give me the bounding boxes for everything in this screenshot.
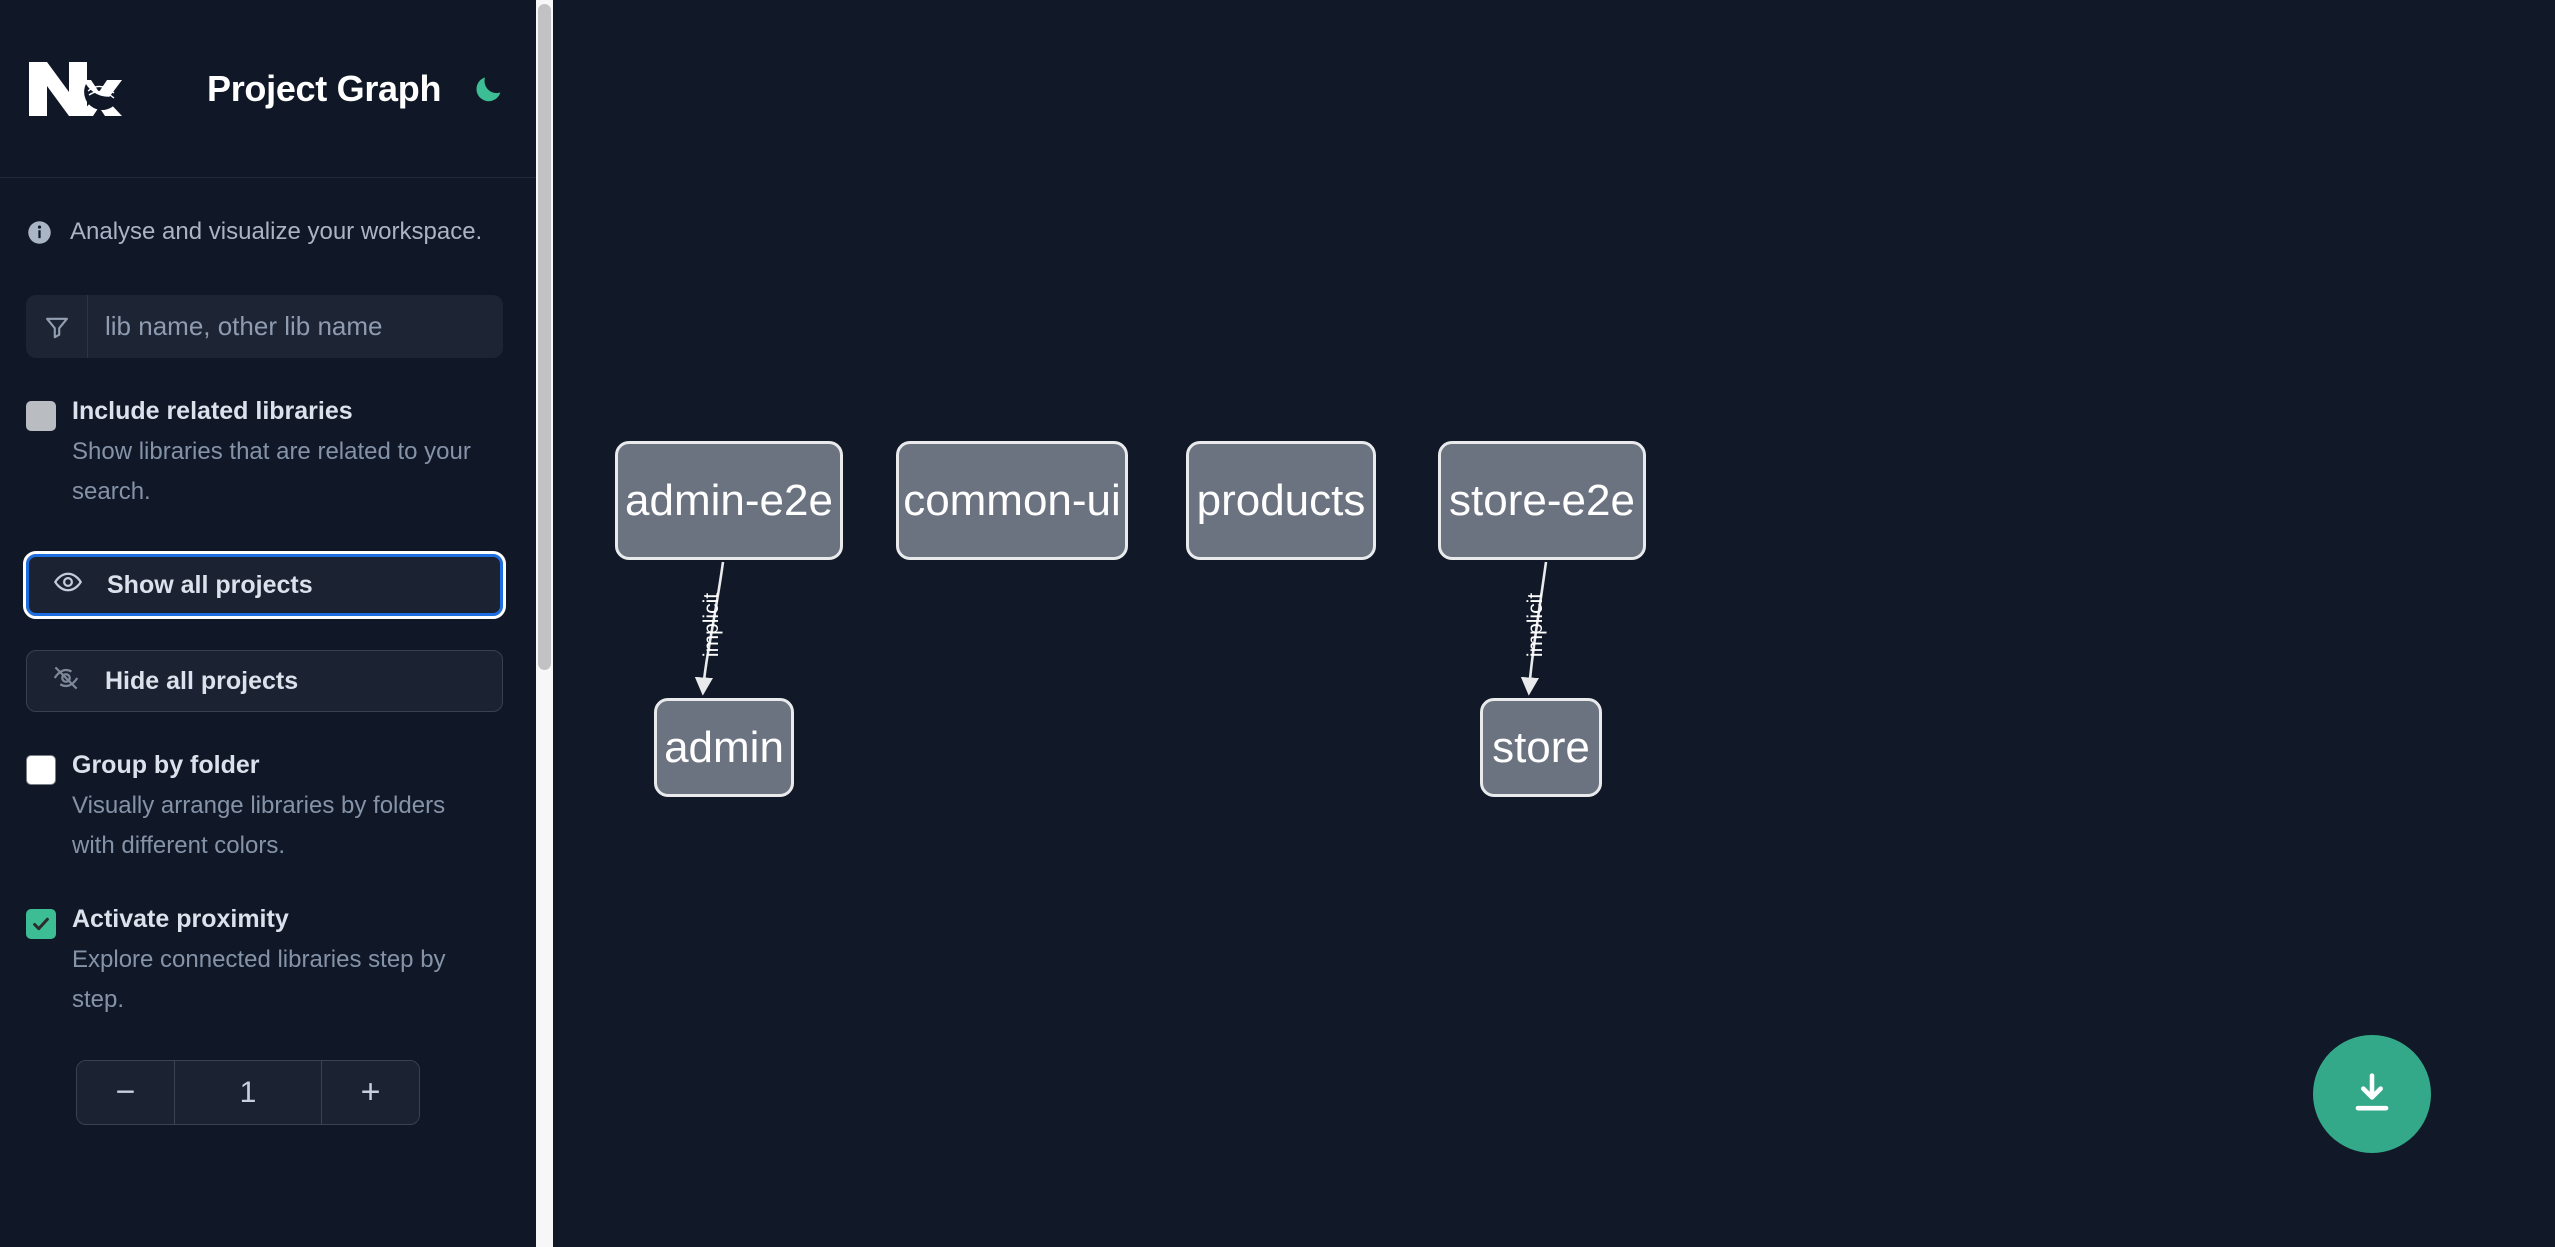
stepper-decrement-button[interactable]: − — [77, 1061, 175, 1124]
sidebar-header: Project Graph — [0, 0, 553, 178]
checkbox-include-related-libraries[interactable]: Include related libraries Show libraries… — [26, 396, 515, 512]
page-title: Project Graph — [207, 67, 442, 109]
hide-all-projects-button[interactable]: Hide all projects — [26, 650, 503, 712]
sidebar-scrollbar-thumb[interactable] — [538, 4, 551, 670]
checkbox-activate-proximity[interactable]: Activate proximity Explore connected lib… — [26, 904, 515, 1020]
tagline-text: Analyse and visualize your workspace. — [70, 218, 483, 245]
show-all-projects-button[interactable]: Show all projects — [23, 551, 506, 619]
checkbox-indicator[interactable] — [26, 909, 56, 939]
checkbox-description: Explore connected libraries step by step… — [72, 946, 446, 1013]
checkbox-label: Activate proximity — [72, 905, 289, 933]
checkbox-description: Show libraries that are related to your … — [72, 438, 471, 505]
tagline: Analyse and visualize your workspace. — [26, 218, 515, 246]
proximity-stepper[interactable]: − 1 + — [76, 1060, 420, 1125]
info-icon — [26, 219, 53, 246]
graph-node-products[interactable]: products — [1186, 441, 1376, 560]
search-input[interactable] — [88, 295, 503, 358]
graph-canvas[interactable]: implicit implicit admin-e2e common-ui pr… — [553, 0, 2555, 1247]
checkbox-group-by-folder[interactable]: Group by folder Visually arrange librari… — [26, 750, 515, 866]
eye-off-icon — [51, 663, 81, 700]
hide-all-projects-label: Hide all projects — [105, 666, 299, 695]
stepper-value: 1 — [239, 1075, 257, 1109]
sidebar-body: Analyse and visualize your workspace. In… — [0, 218, 553, 1125]
sidebar-scrollbar[interactable] — [536, 0, 553, 1247]
funnel-icon — [26, 295, 88, 358]
graph-node-admin[interactable]: admin — [654, 698, 794, 797]
nx-logo-icon — [26, 58, 122, 120]
edge-label-admin-implicit: implicit — [700, 592, 723, 658]
eye-icon — [53, 567, 83, 604]
graph-node-store-e2e[interactable]: store-e2e — [1438, 441, 1646, 560]
graph-node-common-ui[interactable]: common-ui — [896, 441, 1128, 560]
checkbox-indicator[interactable] — [26, 755, 56, 785]
stepper-increment-button[interactable]: + — [321, 1061, 419, 1124]
sidebar: Project Graph Analyse and visualize your… — [0, 0, 553, 1247]
graph-node-admin-e2e[interactable]: admin-e2e — [615, 441, 843, 560]
filter-box[interactable] — [26, 295, 503, 358]
checkbox-description: Visually arrange libraries by folders wi… — [72, 792, 446, 859]
download-icon — [2346, 1067, 2398, 1122]
show-all-projects-label: Show all projects — [107, 570, 313, 599]
moon-icon[interactable] — [469, 69, 509, 109]
graph-node-store[interactable]: store — [1480, 698, 1602, 797]
checkbox-label: Group by folder — [72, 751, 260, 779]
checkbox-label: Include related libraries — [72, 397, 353, 425]
checkbox-indicator[interactable] — [26, 401, 56, 431]
graph-edges — [694, 561, 1548, 696]
checkmark-icon — [33, 917, 49, 931]
download-image-button[interactable] — [2313, 1035, 2431, 1153]
edge-label-store-implicit: implicit — [1524, 592, 1547, 658]
